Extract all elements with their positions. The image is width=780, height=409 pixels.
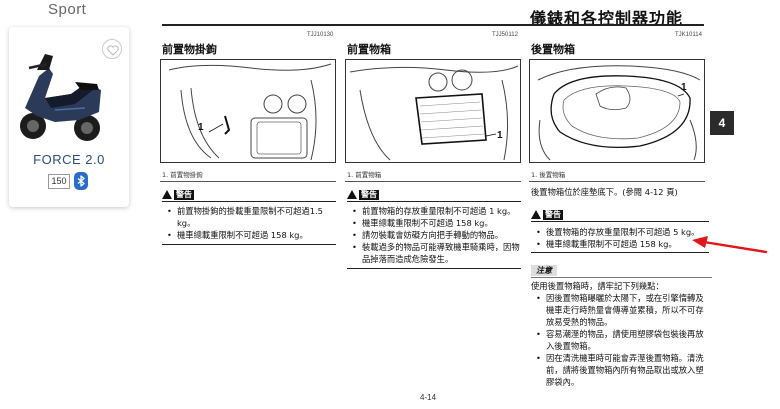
section-heading: 前置物箱 [347, 43, 391, 56]
bluetooth-icon [77, 175, 85, 187]
warning-rule [531, 252, 709, 253]
illustration-rear-box [529, 59, 705, 163]
warning-icon [347, 190, 357, 199]
warning-rule [162, 244, 336, 245]
warning-icon [531, 210, 541, 219]
warning-bullet: •請勿裝載會妨礙方向把手轉動的物品。 [352, 230, 504, 240]
warning-bullet: •前置物箱的存放重量限制不可超過 1 kg。 [352, 206, 516, 216]
caption-divider [160, 181, 336, 182]
figure-caption: 1. 後置物箱 [531, 171, 566, 179]
page-title: 儀錶和各控制器功能 [530, 9, 684, 28]
section-heading: 前置物掛鉤 [162, 43, 217, 56]
section-code: TJJ50112 [492, 32, 518, 38]
callout-number: 1 [198, 122, 204, 133]
warning-rule [531, 221, 709, 222]
illustration-front-hook [160, 59, 336, 163]
illustration-front-box [345, 59, 521, 163]
note-label: 注意 [531, 265, 557, 276]
warning-bullet: •前置物掛鉤的掛載重量限制不可超過1.5 kg。 [167, 206, 323, 228]
warning-bullet: •後置物箱的存放重量限制不可超過 5 kg。 [536, 227, 700, 237]
warning-label: 警告 [162, 190, 194, 201]
section-code: TJK10114 [675, 32, 702, 38]
chapter-tab: 4 [710, 111, 734, 135]
scooter-image [20, 54, 101, 141]
heart-icon [107, 45, 119, 56]
note-intro: 使用後置物箱時，請牢記下列幾點： [531, 281, 664, 291]
warning-bullet: •機車總載重限制不可超過 158 kg。 [536, 239, 677, 249]
figure-caption: 1. 前置物箱 [347, 171, 382, 179]
section-code: TJJ10130 [307, 32, 334, 38]
caption-divider [529, 181, 705, 182]
model-name: FORCE 2.0 [33, 152, 105, 167]
page-number: 4-14 [420, 393, 437, 402]
warning-rule [347, 268, 521, 269]
red-arrow-icon [692, 236, 768, 254]
note-bullet: •容易潮溼的物品，請使用塑膠袋包裝後再放入後置物箱。 [536, 329, 704, 351]
cc-badge: 150 [48, 174, 70, 189]
callout-number: 1 [681, 82, 687, 93]
warning-rule [162, 201, 336, 202]
warning-bullet: •機車總載重限制不可超過 158 kg。 [167, 230, 308, 240]
warning-icon [162, 190, 172, 199]
caption-divider [345, 181, 521, 182]
warning-bullet: •裝載過多的物品可能導致機車騎乘時，因物品掉落而造成危險發生。 [352, 242, 520, 264]
intro-text: 後置物箱位於座墊底下。(參閱 4-12 頁) [531, 187, 678, 197]
bluetooth-badge [74, 172, 88, 190]
note-bullet: •因在清洗機車時可能會弄溼後置物箱。清洗前，請將後置物箱內所有物品取出或放入塑膠… [536, 353, 704, 387]
section-heading: 後置物箱 [531, 43, 575, 56]
favorite-button[interactable] [102, 39, 122, 59]
warning-rule [347, 201, 521, 202]
brand-label: Sport [48, 1, 87, 18]
note-divider [531, 277, 712, 278]
note-bullet: •因後置物箱曝曬於太陽下，或在引擎惰轉及機車走行時熱量會傳導並累積，所以不可存放… [536, 293, 704, 327]
figure-caption: 1. 前置物掛鉤 [162, 171, 203, 179]
title-divider [162, 24, 704, 26]
callout-number: 1 [497, 130, 503, 141]
warning-label: 警告 [347, 190, 379, 201]
warning-label: 警告 [531, 210, 563, 221]
warning-bullet: •機車總載重限制不可超過 158 kg。 [352, 218, 493, 228]
